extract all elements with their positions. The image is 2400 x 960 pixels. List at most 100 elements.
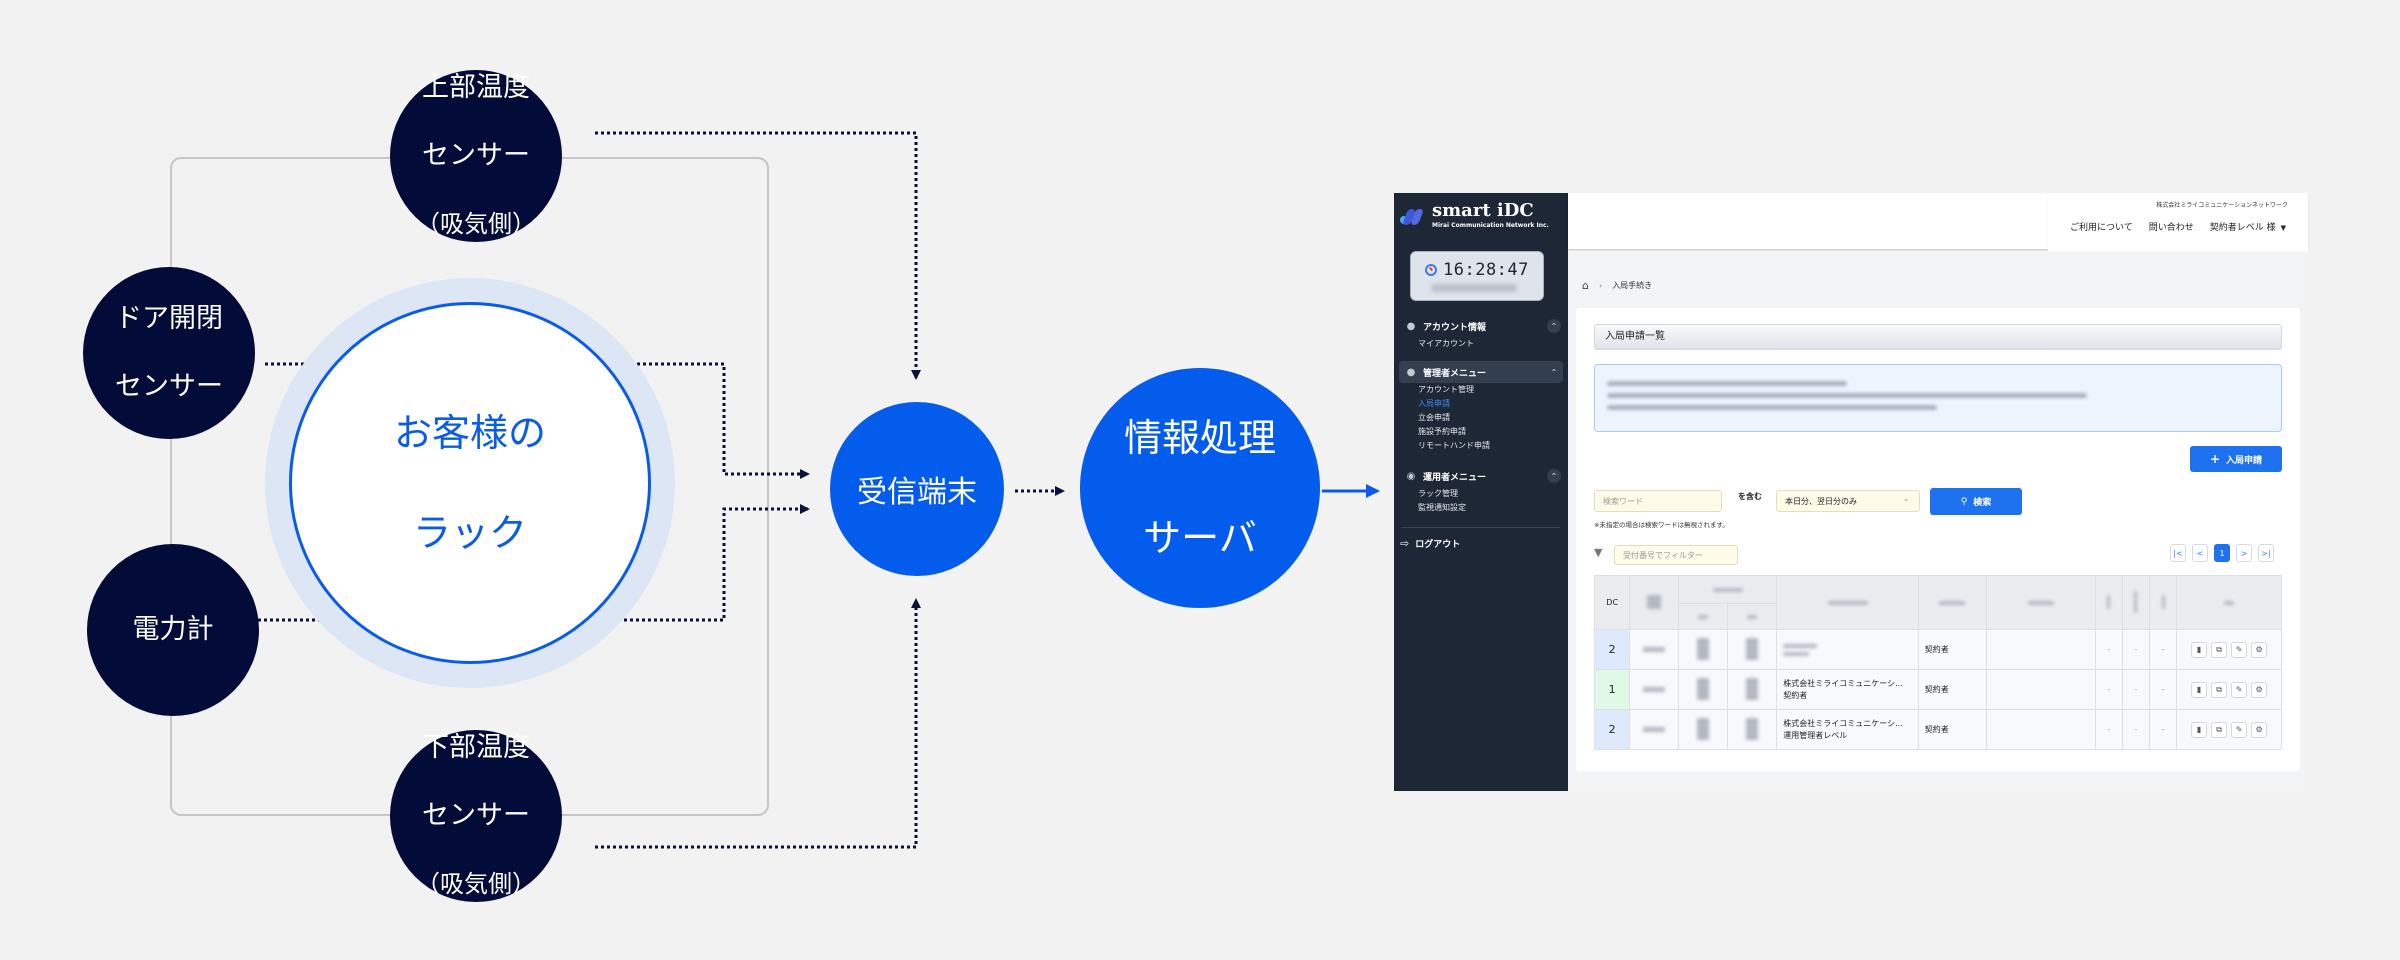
status-cell: - bbox=[2148, 629, 2178, 670]
nav-item-account-management[interactable]: アカウント管理 bbox=[1418, 385, 1474, 394]
edit-icon[interactable]: ✎ bbox=[2231, 721, 2248, 738]
home-icon[interactable]: ⌂ bbox=[1582, 279, 1589, 292]
page-last-button[interactable]: >| bbox=[2258, 544, 2274, 562]
sensor-sublabel: （吸気側） bbox=[416, 210, 536, 238]
nav-item-facility-reservation[interactable]: 施設予約申請 bbox=[1418, 427, 1466, 436]
connector-power-meter bbox=[258, 504, 810, 622]
empty-cell bbox=[1985, 629, 2096, 670]
nav-item-my-account[interactable]: マイアカウント bbox=[1418, 339, 1474, 348]
search-button[interactable]: ⚲ 検索 bbox=[1930, 488, 2022, 515]
bottom-temperature-sensor-node: 下部温度 センサー （吸気側） bbox=[390, 730, 562, 902]
nav-item-remote-hand[interactable]: リモートハンド申請 bbox=[1418, 441, 1490, 450]
copy-icon[interactable]: ⧉ bbox=[2211, 641, 2228, 658]
date-cell bbox=[1678, 709, 1729, 750]
sensor-label: 上部温度 bbox=[422, 72, 530, 103]
button-label: 入局申請 bbox=[2226, 455, 2263, 466]
chevron-up-icon[interactable]: ⌃ bbox=[1547, 469, 1561, 483]
logout-link[interactable]: ⇨ ログアウト bbox=[1400, 537, 1460, 550]
breadcrumb-current: 入局手続き bbox=[1612, 281, 1653, 290]
entry-request-card: 入局申請一覧 + 入局申請 検索ワード を含む 本日分、翌日分のみ ⌄ ⚲ 検索… bbox=[1576, 308, 2300, 771]
breadcrumb: ⌂ › 入局手続き bbox=[1582, 279, 1652, 292]
nav-section-operator: ◉ 運用者メニュー ⌃ ラック管理 監視通知設定 bbox=[1394, 465, 1568, 515]
receiver-terminal-node: 受信端末 bbox=[830, 402, 1004, 576]
user-menu[interactable]: 契約者レベル 様▼ bbox=[2210, 220, 2286, 233]
company-cell: 株式会社ミライコミュニケーシ... 運用管理者レベル bbox=[1776, 709, 1919, 750]
nav-section-admin: ● 管理者メニュー ⌃ アカウント管理 入局申請 立会申請 施設予約申請 リモー… bbox=[1394, 361, 1568, 453]
page-current-button[interactable]: 1 bbox=[2214, 544, 2230, 562]
sensor-label: センサー bbox=[422, 140, 530, 171]
company-cell: 株式会社ミライコミュニケーシ... 契約者 bbox=[1776, 669, 1919, 710]
logout-icon: ⇨ bbox=[1400, 537, 1410, 550]
link-contact[interactable]: 問い合わせ bbox=[2148, 223, 2194, 233]
edit-icon[interactable]: ✎ bbox=[2231, 641, 2248, 658]
door-sensor-node: ドア開閉 センサー bbox=[83, 267, 255, 439]
user-icon: ● bbox=[1406, 320, 1416, 332]
top-temperature-sensor-node: 上部温度 センサー （吸気側） bbox=[390, 70, 562, 242]
status-cell: - bbox=[2121, 629, 2150, 670]
column-subheader-blurred bbox=[1727, 603, 1778, 630]
page-next-button[interactable]: > bbox=[2236, 544, 2252, 562]
company-subline: 運用管理者レベル bbox=[1783, 730, 1848, 740]
status-cell: - bbox=[2094, 669, 2123, 710]
rack-label-line2: ラック bbox=[412, 511, 527, 555]
link-about-usage[interactable]: ご利用について bbox=[2069, 223, 2133, 233]
nav-section-account: ● アカウント情報 ⌃ マイアカウント bbox=[1394, 315, 1568, 351]
applicant-cell: 契約者 bbox=[1917, 669, 1987, 710]
nav-head-admin[interactable]: ● 管理者メニュー ⌃ bbox=[1399, 361, 1563, 383]
nav-head-operator[interactable]: ◉ 運用者メニュー ⌃ bbox=[1399, 465, 1563, 487]
settings-document-icon[interactable]: ⚙ bbox=[2251, 721, 2268, 738]
new-entry-request-button[interactable]: + 入局申請 bbox=[2190, 446, 2282, 472]
nav-item-rack-management[interactable]: ラック管理 bbox=[1418, 489, 1458, 498]
company-line: 株式会社ミライコミュニケーシ... bbox=[1783, 718, 1903, 728]
company-name: 株式会社ミライコミュニケーションネットワーク bbox=[2156, 202, 2288, 209]
settings-document-icon[interactable]: ⚙ bbox=[2251, 681, 2268, 698]
company-cell bbox=[1776, 629, 1919, 670]
column-header-blurred bbox=[1985, 575, 2096, 630]
table-row[interactable]: 2 契約者 --- ▮ ⧉ ✎ ⚙ bbox=[1593, 629, 2282, 670]
column-header-blurred bbox=[2176, 575, 2282, 630]
nav-head-label: 運用者メニュー bbox=[1423, 472, 1487, 483]
clock-date-blurred bbox=[1431, 284, 1517, 292]
status-cell: - bbox=[2148, 709, 2178, 750]
page-prev-button[interactable]: < bbox=[2192, 544, 2208, 562]
company-subline: 契約者 bbox=[1783, 690, 1808, 700]
operator-icon: ◉ bbox=[1406, 470, 1416, 482]
chevron-up-icon[interactable]: ⌃ bbox=[1550, 367, 1558, 377]
select-value: 本日分、翌日分のみ bbox=[1785, 496, 1857, 506]
page-first-button[interactable]: |< bbox=[2170, 544, 2186, 562]
receipt-number-filter-input[interactable]: 受付番号でフィルター bbox=[1614, 545, 1738, 565]
server-label-line1: 情報処理 bbox=[1123, 416, 1276, 460]
table-row[interactable]: 1 株式会社ミライコミュニケーシ... 契約者 契約者 --- ▮ ⧉ ✎ ⚙ bbox=[1593, 669, 2282, 710]
settings-document-icon[interactable]: ⚙ bbox=[2251, 641, 2268, 658]
status-cell: - bbox=[2121, 669, 2150, 710]
nav-item-attendance-request[interactable]: 立会申請 bbox=[1418, 413, 1450, 422]
document-icon[interactable]: ▮ bbox=[2191, 681, 2208, 698]
dc-cell: 1 bbox=[1593, 669, 1631, 710]
actions-cell: ▮ ⧉ ✎ ⚙ bbox=[2176, 669, 2282, 710]
document-icon[interactable]: ▮ bbox=[2191, 641, 2208, 658]
smart-idc-app-screenshot: smart iDC Mirai Communication Network In… bbox=[1394, 193, 2308, 791]
date-cell bbox=[1727, 669, 1778, 710]
date-cell bbox=[1727, 629, 1778, 670]
nav-divider bbox=[1402, 527, 1560, 528]
copy-icon[interactable]: ⧉ bbox=[2211, 721, 2228, 738]
edit-icon[interactable]: ✎ bbox=[2231, 681, 2248, 698]
search-keyword-input[interactable]: 検索ワード bbox=[1594, 490, 1722, 512]
nav-item-monitor-notification[interactable]: 監視通知設定 bbox=[1418, 503, 1466, 512]
card-title: 入局申請一覧 bbox=[1594, 324, 2282, 350]
sensor-label: センサー bbox=[422, 800, 530, 831]
status-cell: - bbox=[2121, 709, 2150, 750]
table-row[interactable]: 2 株式会社ミライコミュニケーシ... 運用管理者レベル 契約者 --- ▮ ⧉… bbox=[1593, 709, 2282, 750]
chevron-up-icon[interactable]: ⌃ bbox=[1547, 319, 1561, 333]
logo-mark-icon bbox=[1400, 207, 1426, 227]
document-icon[interactable]: ▮ bbox=[2191, 721, 2208, 738]
nav-head-account[interactable]: ● アカウント情報 ⌃ bbox=[1399, 315, 1563, 337]
date-range-select[interactable]: 本日分、翌日分のみ ⌄ bbox=[1776, 490, 1920, 512]
nav-item-entry-request[interactable]: 入局申請 bbox=[1418, 399, 1450, 408]
column-header-blurred bbox=[1776, 575, 1919, 630]
plus-icon: + bbox=[2209, 452, 2221, 466]
column-header-blurred bbox=[2148, 575, 2178, 630]
status-cell: - bbox=[2094, 709, 2123, 750]
table-header-row: DC bbox=[1593, 575, 2282, 630]
copy-icon[interactable]: ⧉ bbox=[2211, 681, 2228, 698]
